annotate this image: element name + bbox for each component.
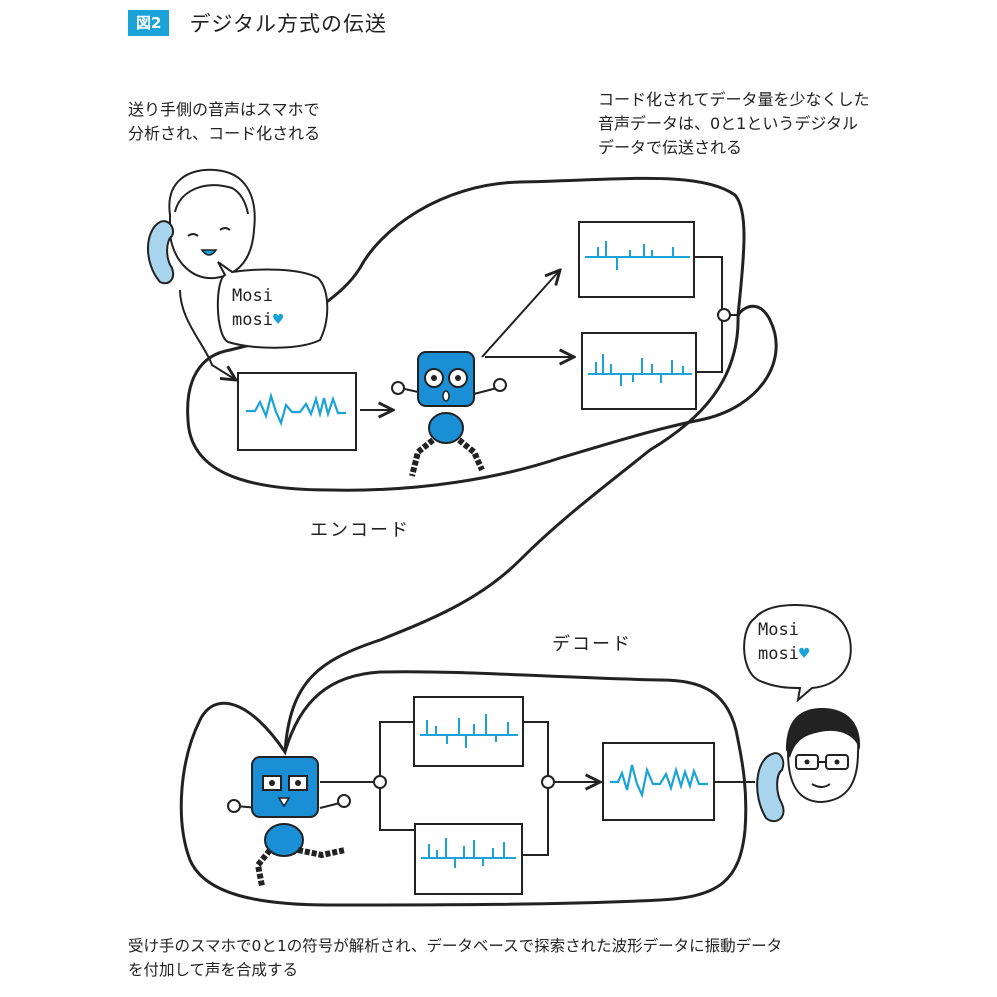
digital-box-2 <box>581 332 697 410</box>
sender-bubble <box>216 261 329 349</box>
receiver-bubble-line-2: mosi♥ <box>758 644 810 664</box>
digital-box-1 <box>578 221 695 298</box>
encode-boundary <box>186 176 778 492</box>
sender-arrow <box>179 289 236 380</box>
receiver-note-line-1: 受け手のスマホで0と1の符号が解析され、データベースで探索された波形データに振動… <box>128 937 783 955</box>
receiver-bubble-text: Mosi mosi♥ <box>758 618 809 666</box>
figure-badge: 図2 <box>128 10 170 36</box>
sender-note-line-1: 送り手側の音声はスマホで <box>128 100 320 119</box>
receiver-person <box>756 708 861 823</box>
transmission-line <box>283 314 740 753</box>
sender-note-line-2: 分析され、コード化される <box>128 124 321 143</box>
receiver-bubble-line-1: Mosi <box>758 620 799 640</box>
heart-icon: ♥ <box>798 644 810 664</box>
synth-waveform <box>610 764 708 799</box>
figure-header: 図2 デジタル方式の伝送 <box>128 10 387 36</box>
sender-bubble-line-2: mosi♥ <box>232 310 284 330</box>
transmit-note-line-3: データで伝送される <box>598 138 743 157</box>
sender-person <box>147 168 256 285</box>
encode-junction <box>717 308 731 322</box>
heart-icon: ♥ <box>272 310 284 330</box>
encoder-robot <box>391 351 507 477</box>
receiver-note: 受け手のスマホで0と1の符号が解析され、データベースで探索された波形データに振動… <box>128 934 782 982</box>
decode-digital-box-2 <box>414 823 523 895</box>
sender-bubble-text: Mosi mosi♥ <box>232 284 283 332</box>
receiver-note-line-2: を付加して声を合成する <box>128 961 299 979</box>
decode-digital-box-1 <box>413 696 524 767</box>
synth-waveform-box <box>602 742 715 821</box>
receiver-bubble <box>743 603 852 703</box>
transmit-note: コード化されてデータ量を少なくした 音声データは、0と1というデジタル データで… <box>598 88 870 160</box>
sender-bubble-line-1: Mosi <box>232 286 273 306</box>
transmit-note-line-2: 音声データは、0と1というデジタル <box>598 114 859 133</box>
decode-boundary <box>179 670 748 907</box>
decode-label: デコード <box>552 634 632 655</box>
encode-label: エンコード <box>310 520 410 541</box>
analog-waveform <box>246 391 346 427</box>
decode-merge-junction <box>541 775 555 789</box>
decoder-robot <box>227 756 351 887</box>
decode-split-junction <box>373 775 387 789</box>
transmit-note-line-1: コード化されてデータ量を少なくした <box>598 90 870 109</box>
figure-title: デジタル方式の伝送 <box>189 12 388 36</box>
encode-waveform-box <box>237 372 357 451</box>
sender-note: 送り手側の音声はスマホで 分析され、コード化される <box>128 98 320 146</box>
